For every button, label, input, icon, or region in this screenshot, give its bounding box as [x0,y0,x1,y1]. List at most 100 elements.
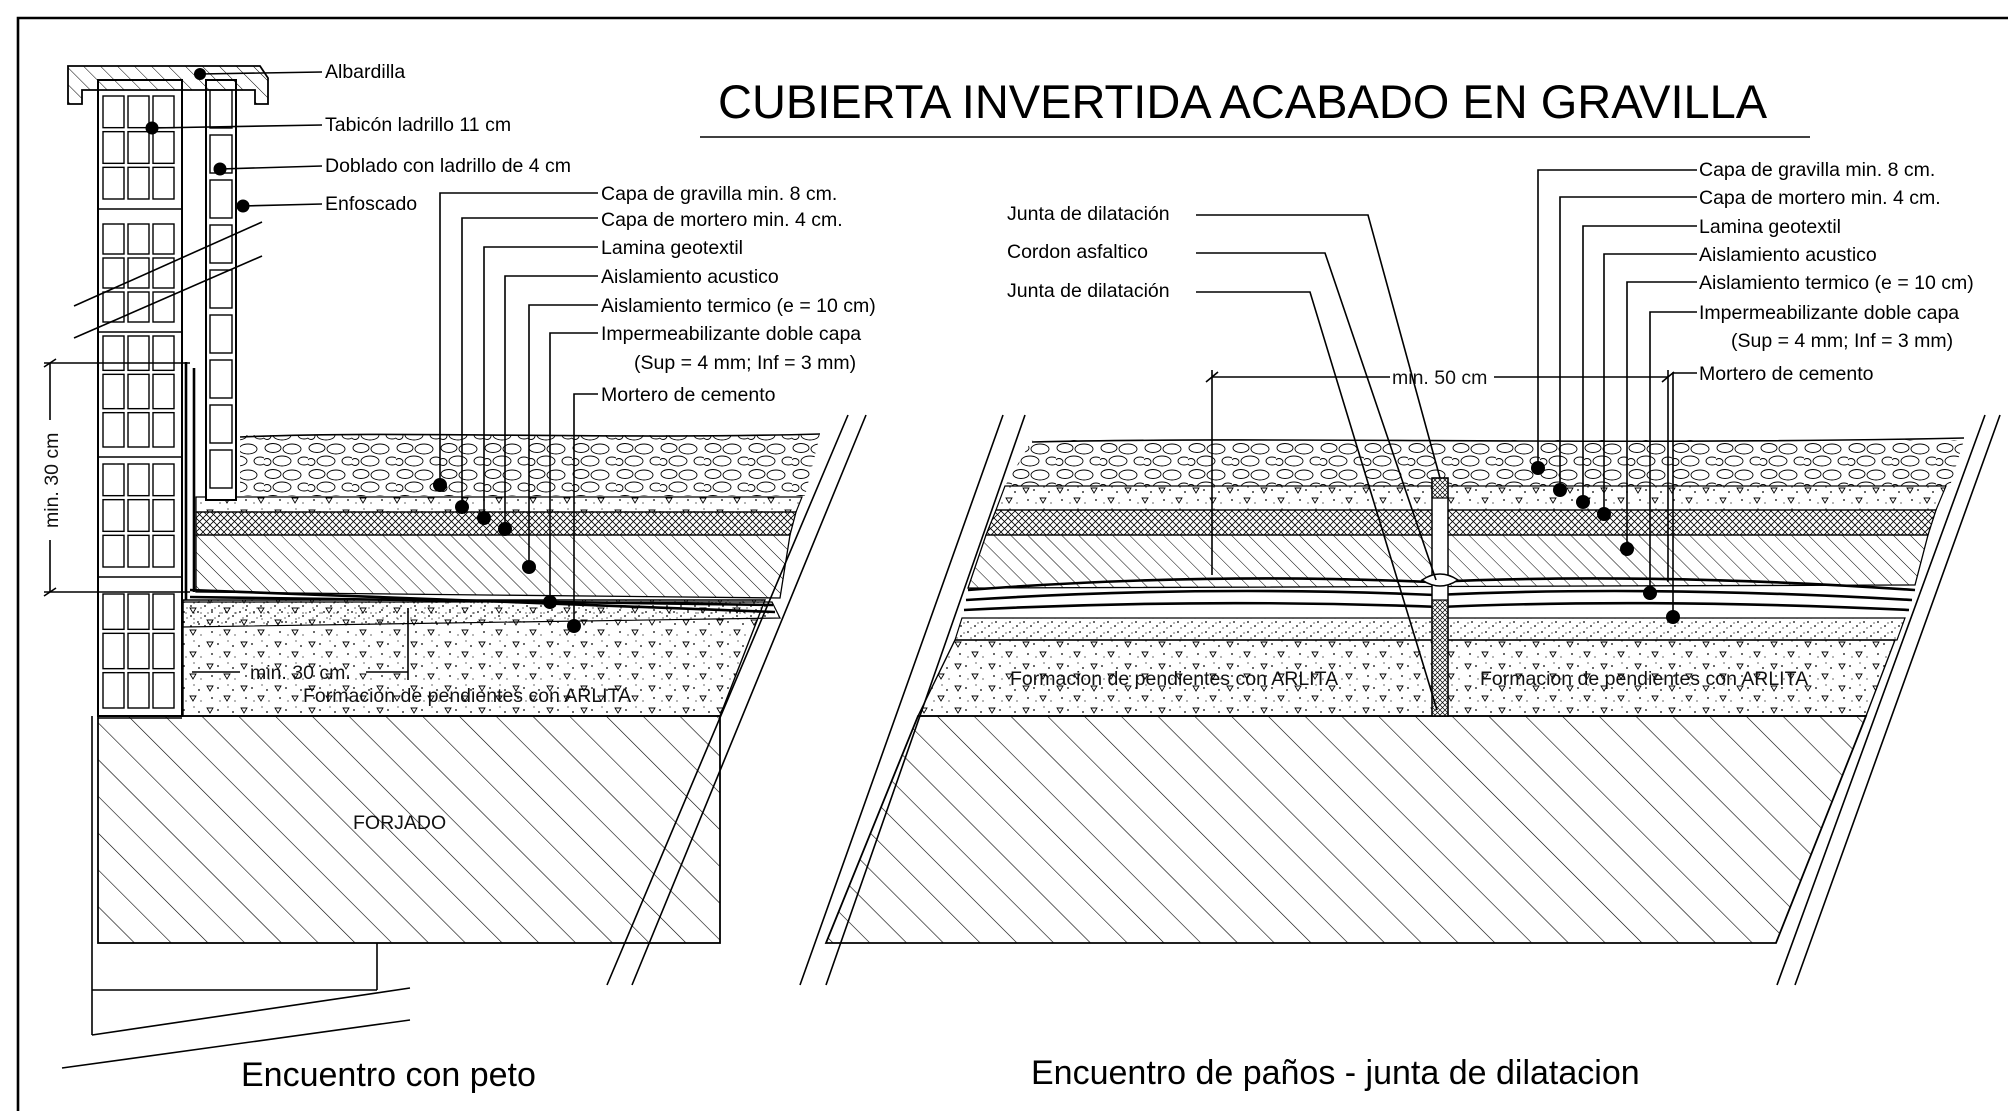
brick-cell [152,671,175,709]
brick-cell [127,335,150,372]
brick-cell [127,257,150,289]
brick-cell [127,291,150,323]
brick-cell [127,130,150,165]
right-break-right-2 [1794,414,2001,986]
label-mortero-cemento-left: Mortero de cemento [601,384,776,406]
brick-cell [102,671,125,709]
albardilla-coping [67,65,269,105]
brick-cell [152,593,175,631]
brick-cell [209,404,233,444]
brick-cell [127,632,150,670]
brick-cell [152,130,175,165]
dim-vertical-label: min. 30 cm [41,433,63,528]
brick-cell [127,593,150,631]
right-break-right-1 [1776,414,1986,986]
wall-break-2 [73,255,263,339]
joint-top-seal [1431,477,1449,499]
brick-cell [127,534,150,568]
label-doblado: Doblado con ladrillo de 4 cm [325,155,571,177]
label-mortero-left: Capa de mortero min. 4 cm. [601,209,843,231]
brick-cell [102,632,125,670]
brick-cell [209,449,233,489]
left-break-line-1 [606,414,849,986]
drawing-frame [16,16,2008,1111]
brick-cell [209,359,233,399]
label-junta1: Junta de dilatación [1007,203,1170,225]
break-bottom-1 [91,987,411,1036]
brick-cell [152,411,175,448]
label-termico-left: Aislamiento termico (e = 10 cm) [601,295,876,317]
left-mortero-layer [195,496,803,513]
label-acustico-right: Aislamiento acustico [1699,244,1877,266]
brick-cell [152,534,175,568]
right-gravel-layer [1005,440,1964,486]
brick-cell [152,257,175,289]
brick-cell [102,223,125,255]
brick-cell [152,632,175,670]
right-break-left-2 [799,414,1004,986]
label-junta2: Junta de dilatación [1007,280,1170,302]
right-forjado-slab [824,715,1868,944]
forjado-slab [97,715,721,944]
brick-cell [209,179,233,219]
brick-cell [152,223,175,255]
brick-cell [152,335,175,372]
brick-cell [102,498,125,533]
label-cordon: Cordon asfaltico [1007,241,1148,263]
right-pendientes-right-label: Formacion de pendientes con ARLITA [1480,668,1808,690]
right-joint-leaders [1196,214,1441,711]
label-imper2-left: (Sup = 4 mm; Inf = 3 mm) [634,352,856,374]
label-termico-right: Aislamiento termico (e = 10 cm) [1699,272,1974,294]
brick-cell [127,411,150,448]
left-leaders [151,71,598,626]
brick-cell [102,463,125,497]
brick-cell [209,314,233,354]
left-leader-dots [145,68,581,633]
brick-cell [152,291,175,323]
cordon-asfaltico-shape [1420,573,1460,587]
label-albardilla: Albardilla [325,61,405,83]
brick-cell [209,89,233,129]
wall-break-1 [73,221,263,307]
brick-cell [152,498,175,533]
brick-cell [209,224,233,264]
brick-cell [152,166,175,200]
brick-cell [152,373,175,410]
brick-cell [152,463,175,497]
brick-cell [127,463,150,497]
drawing-title: CUBIERTA INVERTIDA ACABADO EN GRAVILLA [718,75,1768,128]
left-break-line-2 [631,414,867,986]
label-mortero-right: Capa de mortero min. 4 cm. [1699,187,1941,209]
left-gravel-top [239,433,821,438]
brick-cell [102,95,125,129]
right-layer-leaders [1537,169,1697,617]
brick-cell [102,335,125,372]
right-leader-dots [1531,461,1680,624]
label-mortero-cemento-right: Mortero de cemento [1699,363,1874,385]
left-membrane-2 [189,595,774,607]
brick-cell [102,534,125,568]
brick-cell [102,411,125,448]
brick-cell [102,593,125,631]
brick-cell [102,291,125,323]
brick-cell [127,223,150,255]
left-pendientes-label: Formacion de pendientes con ARLITA [303,685,631,707]
right-gravel-top [1031,437,1965,443]
brick-cell [127,671,150,709]
label-imper2-right: (Sup = 4 mm; Inf = 3 mm) [1731,330,1953,352]
right-pendientes-left-label: Formacion de pendientes con ARLITA [1010,668,1338,690]
brick-cell [102,257,125,289]
dim-50-tick-left [1205,371,1219,383]
right-detail: min. 50 cm Formacion de pendientes con A… [799,159,2001,1092]
dim-horizontal-label: min. 30 cm. [250,662,351,684]
label-tabicon: Tabicón ladrillo 11 cm [325,114,511,136]
label-geotextil-right: Lamina geotextil [1699,216,1841,238]
label-acustico-left: Aislamiento acustico [601,266,779,288]
left-detail: min. 30 cm min. 30 cm. Formacion de pend… [41,61,876,1094]
left-caption: Encuentro con peto [241,1056,536,1094]
brick-cell [102,130,125,165]
brick-cell [102,166,125,200]
left-insulation-acustico [195,511,797,536]
joint-bottom-fill [1431,599,1449,717]
